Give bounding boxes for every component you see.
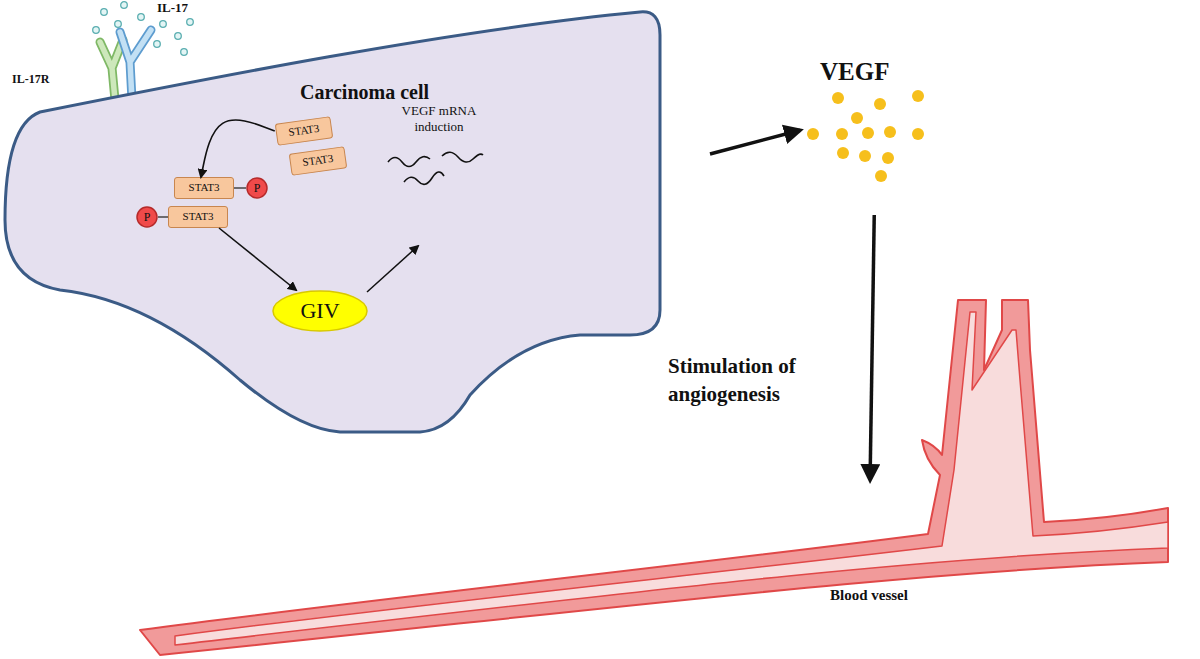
outline-path — [100, 40, 123, 100]
phosphate-circle: P — [246, 177, 268, 199]
growth-factor: VEGF — [800, 55, 935, 215]
induction-arrow — [367, 246, 418, 292]
mrna-strand — [404, 172, 444, 184]
ligand-dot — [175, 33, 182, 40]
vegf-dot — [836, 128, 848, 140]
protein-ellipse: GIV — [272, 290, 368, 332]
node-text: P — [246, 177, 268, 199]
vegf-dot — [874, 98, 886, 110]
mrna-strand — [388, 157, 430, 167]
mrna-strands — [388, 152, 483, 184]
vegf-dot — [884, 126, 896, 138]
node-text: Blood vessel — [830, 586, 960, 604]
vegf-dot — [807, 128, 819, 140]
ligand-dot — [121, 2, 128, 9]
ligand-dot — [93, 27, 100, 34]
shape-group — [5, 12, 660, 432]
ellipse-shape — [137, 207, 157, 227]
protein-box: STAT3 — [168, 206, 228, 228]
phosphate-bond — [234, 187, 246, 189]
outline-path — [140, 300, 1168, 655]
shape-outline — [0, 0, 710, 440]
shape-group — [100, 30, 151, 100]
vegf-dot — [832, 92, 844, 104]
node-text: IL-17R — [12, 72, 82, 86]
annotation-label: IL-17 — [157, 0, 207, 16]
blood-vessel: Blood vessel — [140, 480, 1180, 650]
vegf-dot — [837, 147, 849, 159]
ligand-dot — [160, 21, 167, 28]
mrna-strand — [442, 152, 483, 162]
ligand-dot — [187, 19, 194, 26]
ligand-dots — [93, 2, 194, 56]
ligand-dot — [154, 41, 161, 48]
vegf-dot — [912, 90, 924, 102]
ellipse-shape — [247, 178, 267, 198]
outline-path — [175, 312, 1168, 645]
arrow-connector — [710, 130, 800, 154]
node-text: GIV — [272, 290, 368, 332]
vegf-dot — [862, 127, 874, 139]
phosphate-circle: P — [136, 206, 158, 228]
vegf-dot — [851, 112, 863, 124]
vegf-dot — [875, 170, 887, 182]
arrow-connector — [201, 120, 275, 177]
vegf-dot — [859, 150, 871, 162]
node-text: P — [136, 206, 158, 228]
vegf-dot — [882, 152, 894, 164]
ligand-dot — [115, 21, 122, 28]
node-text: Carcinoma cell — [300, 80, 470, 104]
arrow-connector — [219, 228, 296, 290]
outline-path — [100, 40, 123, 100]
ligand-dot — [101, 9, 108, 16]
ligand-dot — [138, 14, 145, 21]
node-text: VEGF — [820, 57, 910, 87]
arrow-connector — [870, 215, 874, 480]
phosphate-bond — [158, 216, 168, 218]
edge-label: Stimulation of angiogenesis — [668, 352, 843, 409]
vegf-dot — [912, 128, 924, 140]
shape-outline — [140, 480, 1180, 650]
ellipse-shape — [273, 291, 367, 331]
vegf-dots — [807, 90, 924, 182]
protein-box: STAT3 — [174, 177, 234, 199]
node-text: STAT3 — [175, 178, 233, 198]
shape-group — [140, 300, 1168, 655]
cell-outline: Carcinoma cellSTAT3STAT3STAT3STAT3PPGIV — [0, 0, 710, 440]
outline-path — [5, 12, 660, 432]
node-text: STAT3 — [169, 207, 227, 227]
ligand-dot — [181, 49, 188, 56]
